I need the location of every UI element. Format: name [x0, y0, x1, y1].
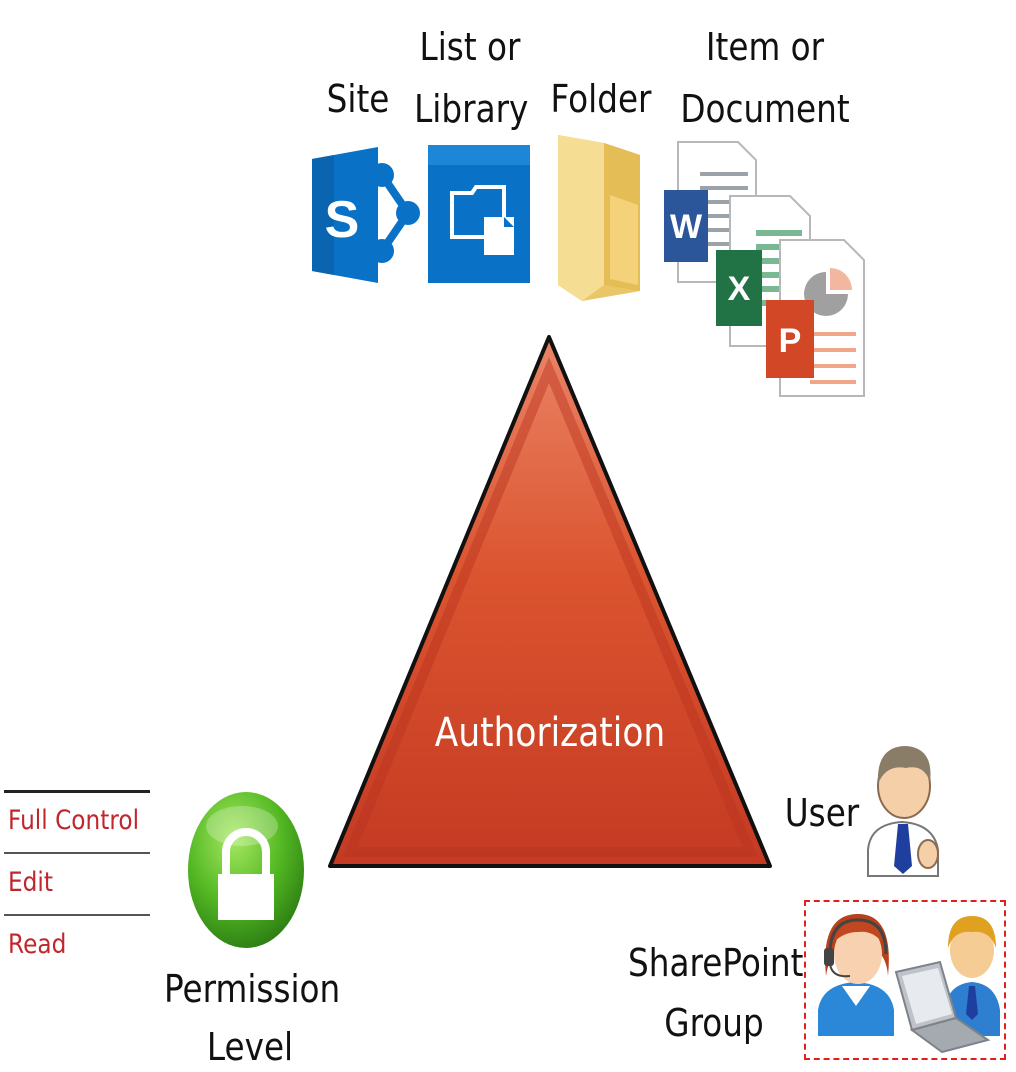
- permission-rule: [4, 914, 150, 916]
- permission-level-read: Read: [8, 929, 67, 960]
- list-label-line2: Library: [414, 87, 529, 131]
- permission-level-edit: Edit: [8, 867, 53, 898]
- authorization-label: Authorization: [434, 710, 666, 756]
- permission-level-full-control: Full Control: [8, 805, 140, 836]
- list-label-line1: List or: [419, 25, 521, 69]
- permission-level-label-line1: Permission: [164, 967, 341, 1011]
- permission-rule-top: [4, 790, 150, 793]
- sharepoint-group-label-line2: Group: [664, 1001, 764, 1045]
- lock-icon: [188, 792, 304, 948]
- folder-label: Folder: [550, 77, 652, 121]
- item-label-line2: Document: [680, 87, 850, 131]
- item-label-line1: Item or: [705, 25, 825, 69]
- laptop-user-icon: [894, 916, 1000, 1054]
- excel-letter: X: [728, 270, 751, 308]
- permission-rule: [4, 852, 150, 854]
- sharepoint-group-box: [804, 900, 1006, 1060]
- powerpoint-letter: P: [779, 322, 802, 360]
- folder-icon: [558, 135, 640, 301]
- office-documents-icon: W X P: [664, 141, 865, 397]
- permission-level-label-line2: Level: [206, 1025, 294, 1069]
- user-label: User: [784, 791, 860, 835]
- library-icon: [428, 145, 530, 283]
- sharepoint-letter: S: [325, 191, 360, 249]
- sharepoint-group-label-line1: SharePoint: [628, 941, 804, 985]
- sharepoint-site-icon: S: [312, 147, 420, 283]
- user-icon: [867, 746, 939, 877]
- site-label: Site: [326, 77, 390, 121]
- support-agent-icon: [818, 914, 894, 1036]
- word-letter: W: [670, 208, 703, 246]
